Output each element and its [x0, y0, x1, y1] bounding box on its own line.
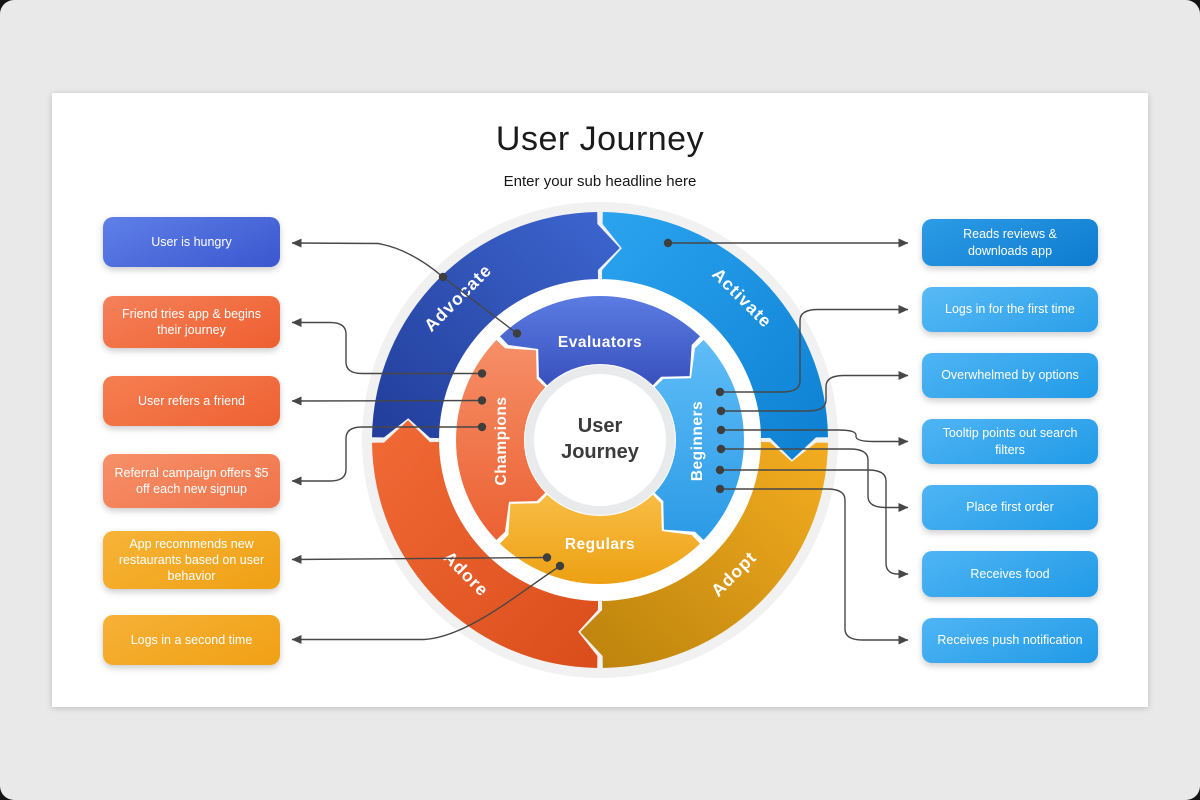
- page-subtitle: Enter your sub headline here: [503, 173, 697, 190]
- callout-label: Receives push notification: [937, 633, 1083, 648]
- callout-label: User refers a friend: [138, 393, 245, 408]
- callout-referral-campaign: Referral campaign offers $5 off each new…: [103, 454, 280, 508]
- callout-label: Logs in a second time: [130, 632, 253, 647]
- callout-label: Overwhelmed by options: [941, 368, 1079, 383]
- callout-friend-tries-app: Friend tries app & begins their journey: [103, 296, 280, 348]
- callout-receives-push-notification: Receives push notification: [922, 618, 1098, 663]
- callout-user-refers-friend: User refers a friend: [103, 376, 280, 426]
- callout-label: Friend tries app & begins their journey: [122, 306, 261, 337]
- callout-label: User is hungry: [151, 234, 232, 249]
- callout-app-recommends: App recommends new restaurants based on …: [103, 531, 280, 589]
- callout-overwhelmed-by-options: Overwhelmed by options: [922, 353, 1098, 398]
- callout-logs-in-second-time: Logs in a second time: [103, 615, 280, 665]
- page-title: User Journey: [495, 120, 705, 158]
- callout-label: Referral campaign offers $5 off each new…: [114, 465, 269, 496]
- callout-label: Logs in for the first time: [945, 302, 1075, 317]
- callout-receives-food: Receives food: [922, 551, 1098, 597]
- callout-logs-in-first-time: Logs in for the first time: [922, 287, 1098, 332]
- callout-user-is-hungry: User is hungry: [103, 217, 280, 267]
- callout-label: Place first order: [966, 500, 1054, 515]
- callout-place-first-order: Place first order: [922, 485, 1098, 530]
- callout-label: Receives food: [970, 566, 1050, 581]
- callout-label: App recommends new restaurants based on …: [118, 536, 265, 584]
- callout-reads-reviews: Reads reviews & downloads app: [922, 219, 1098, 266]
- callout-label: Tooltip points out search filters: [942, 426, 1078, 457]
- callout-label: Reads reviews & downloads app: [963, 227, 1057, 258]
- callout-tooltip-search-filters: Tooltip points out search filters: [922, 419, 1098, 464]
